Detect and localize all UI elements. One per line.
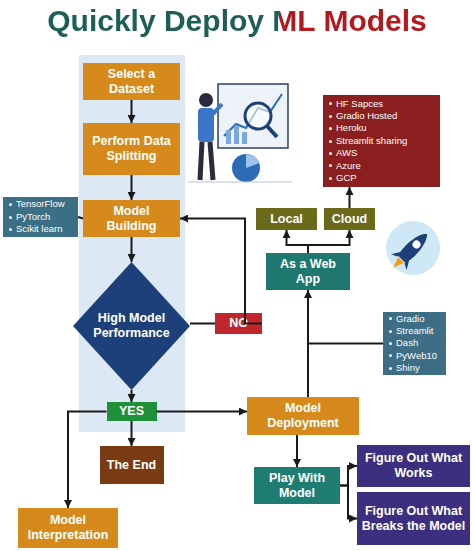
list-item: TensorFlow: [16, 198, 65, 210]
flow-connector: [131, 421, 133, 446]
answer-box: NO: [215, 313, 262, 334]
flow-connector: [340, 486, 357, 519]
tool-list: HF SapcesGradio HostedHerokuStreamlit sh…: [323, 95, 440, 187]
node-label: Local: [270, 212, 303, 227]
flow-connector: [131, 100, 133, 123]
bullet-dot: [329, 102, 332, 105]
flow-connector: [340, 466, 357, 486]
option-box: Local: [256, 208, 317, 230]
process-box: As a Web App: [266, 253, 350, 290]
node-label: Model Deployment: [251, 401, 355, 431]
process-box: Select a Dataset: [83, 63, 180, 100]
process-box: Model Deployment: [247, 397, 359, 435]
outcome-box: Figure Out What Breaks the Model: [357, 492, 470, 545]
rocket-icon: [385, 221, 440, 276]
bullet-dot: [389, 317, 392, 320]
node-label: The End: [107, 458, 156, 473]
process-box: Perform Data Splitting: [83, 123, 180, 175]
bullet-dot: [389, 367, 392, 370]
bullet-dot: [389, 342, 392, 345]
analyst-illustration: [188, 84, 292, 182]
list-row: Azure: [329, 160, 361, 172]
node-label: Perform Data Splitting: [87, 134, 176, 164]
list-row: Streamlit: [389, 325, 433, 337]
list-row: HF Sapces: [329, 98, 383, 110]
list-item: Heroku: [336, 122, 367, 134]
node-label: YES: [119, 404, 144, 419]
list-row: Streamlit sharing: [329, 135, 407, 147]
flow-connector: [308, 290, 383, 344]
node-label: High Model Performance: [93, 311, 169, 341]
list-row: Shiny: [389, 362, 420, 374]
list-item: Azure: [336, 160, 361, 172]
list-item: Shiny: [396, 362, 420, 374]
list-row: PyWeb10: [389, 350, 437, 362]
list-row: Dash: [389, 337, 418, 349]
process-box: Play With Model: [254, 467, 340, 504]
bullet-dot: [9, 203, 12, 206]
list-row: GCP: [329, 172, 357, 184]
flow-connector: [296, 435, 298, 467]
list-item: Dash: [396, 337, 418, 349]
list-item: PyTorch: [16, 211, 50, 223]
list-row: PyTorch: [9, 211, 50, 223]
list-item: HF Sapces: [336, 98, 383, 110]
bullet-dot: [9, 216, 12, 219]
node-label: Cloud: [332, 212, 367, 227]
flow-connector: [190, 323, 215, 325]
bullet-dot: [9, 228, 12, 231]
list-row: Gradio: [389, 313, 425, 325]
process-box: Model Building: [83, 200, 180, 237]
list-row: Heroku: [329, 122, 367, 134]
list-item: Streamlit: [396, 325, 433, 337]
process-box: Model Interpretation: [18, 508, 118, 548]
diamond-shape: [73, 262, 190, 390]
node-label: NO: [229, 316, 248, 331]
node-label: Select a Dataset: [87, 67, 176, 97]
flow-connector: [307, 290, 309, 397]
diagram-title: Quickly Deploy ML Models: [0, 4, 474, 38]
list-item: Streamlit sharing: [336, 135, 407, 147]
flow-connector: [308, 230, 350, 253]
list-row: Scikit learn: [9, 223, 62, 235]
node-label: Figure Out What Breaks the Model: [361, 504, 466, 534]
decision-diamond: High Model Performance: [73, 262, 190, 390]
list-row: AWS: [329, 147, 357, 159]
tool-list: TensorFlowPyTorchScikit learn: [3, 197, 78, 237]
node-label: Model Building: [87, 204, 176, 234]
node-label: Figure Out What Works: [361, 451, 466, 481]
bullet-dot: [329, 127, 332, 130]
list-row: TensorFlow: [9, 198, 65, 210]
flow-connector: [287, 230, 309, 253]
terminal-box: The End: [100, 446, 164, 484]
flow-connector: [157, 411, 248, 413]
node-label: Model Interpretation: [22, 513, 114, 543]
flow-connector: [131, 237, 133, 262]
bullet-dot: [389, 354, 392, 357]
list-row: Gradio Hosted: [329, 110, 397, 122]
flow-connector: [131, 390, 133, 402]
flow-connector: [349, 187, 351, 208]
bullet-dot: [389, 330, 392, 333]
list-item: Gradio: [396, 313, 425, 325]
bullet-dot: [329, 152, 332, 155]
list-item: AWS: [336, 147, 357, 159]
flow-connector: [131, 175, 133, 200]
list-item: Scikit learn: [16, 223, 62, 235]
list-item: GCP: [336, 172, 357, 184]
bullet-dot: [329, 164, 332, 167]
flow-connector: [180, 219, 262, 324]
bullet-dot: [329, 177, 332, 180]
bullet-dot: [329, 140, 332, 143]
outcome-box: Figure Out What Works: [357, 445, 470, 487]
tool-list: GradioStreamlitDashPyWeb10Shiny: [383, 312, 446, 375]
option-box: Cloud: [324, 208, 375, 230]
bullet-dot: [329, 115, 332, 118]
list-item: Gradio Hosted: [336, 110, 397, 122]
node-label: As a Web App: [270, 257, 346, 287]
node-label: Play With Model: [258, 471, 336, 501]
list-item: PyWeb10: [396, 350, 437, 362]
answer-box: YES: [107, 402, 157, 421]
